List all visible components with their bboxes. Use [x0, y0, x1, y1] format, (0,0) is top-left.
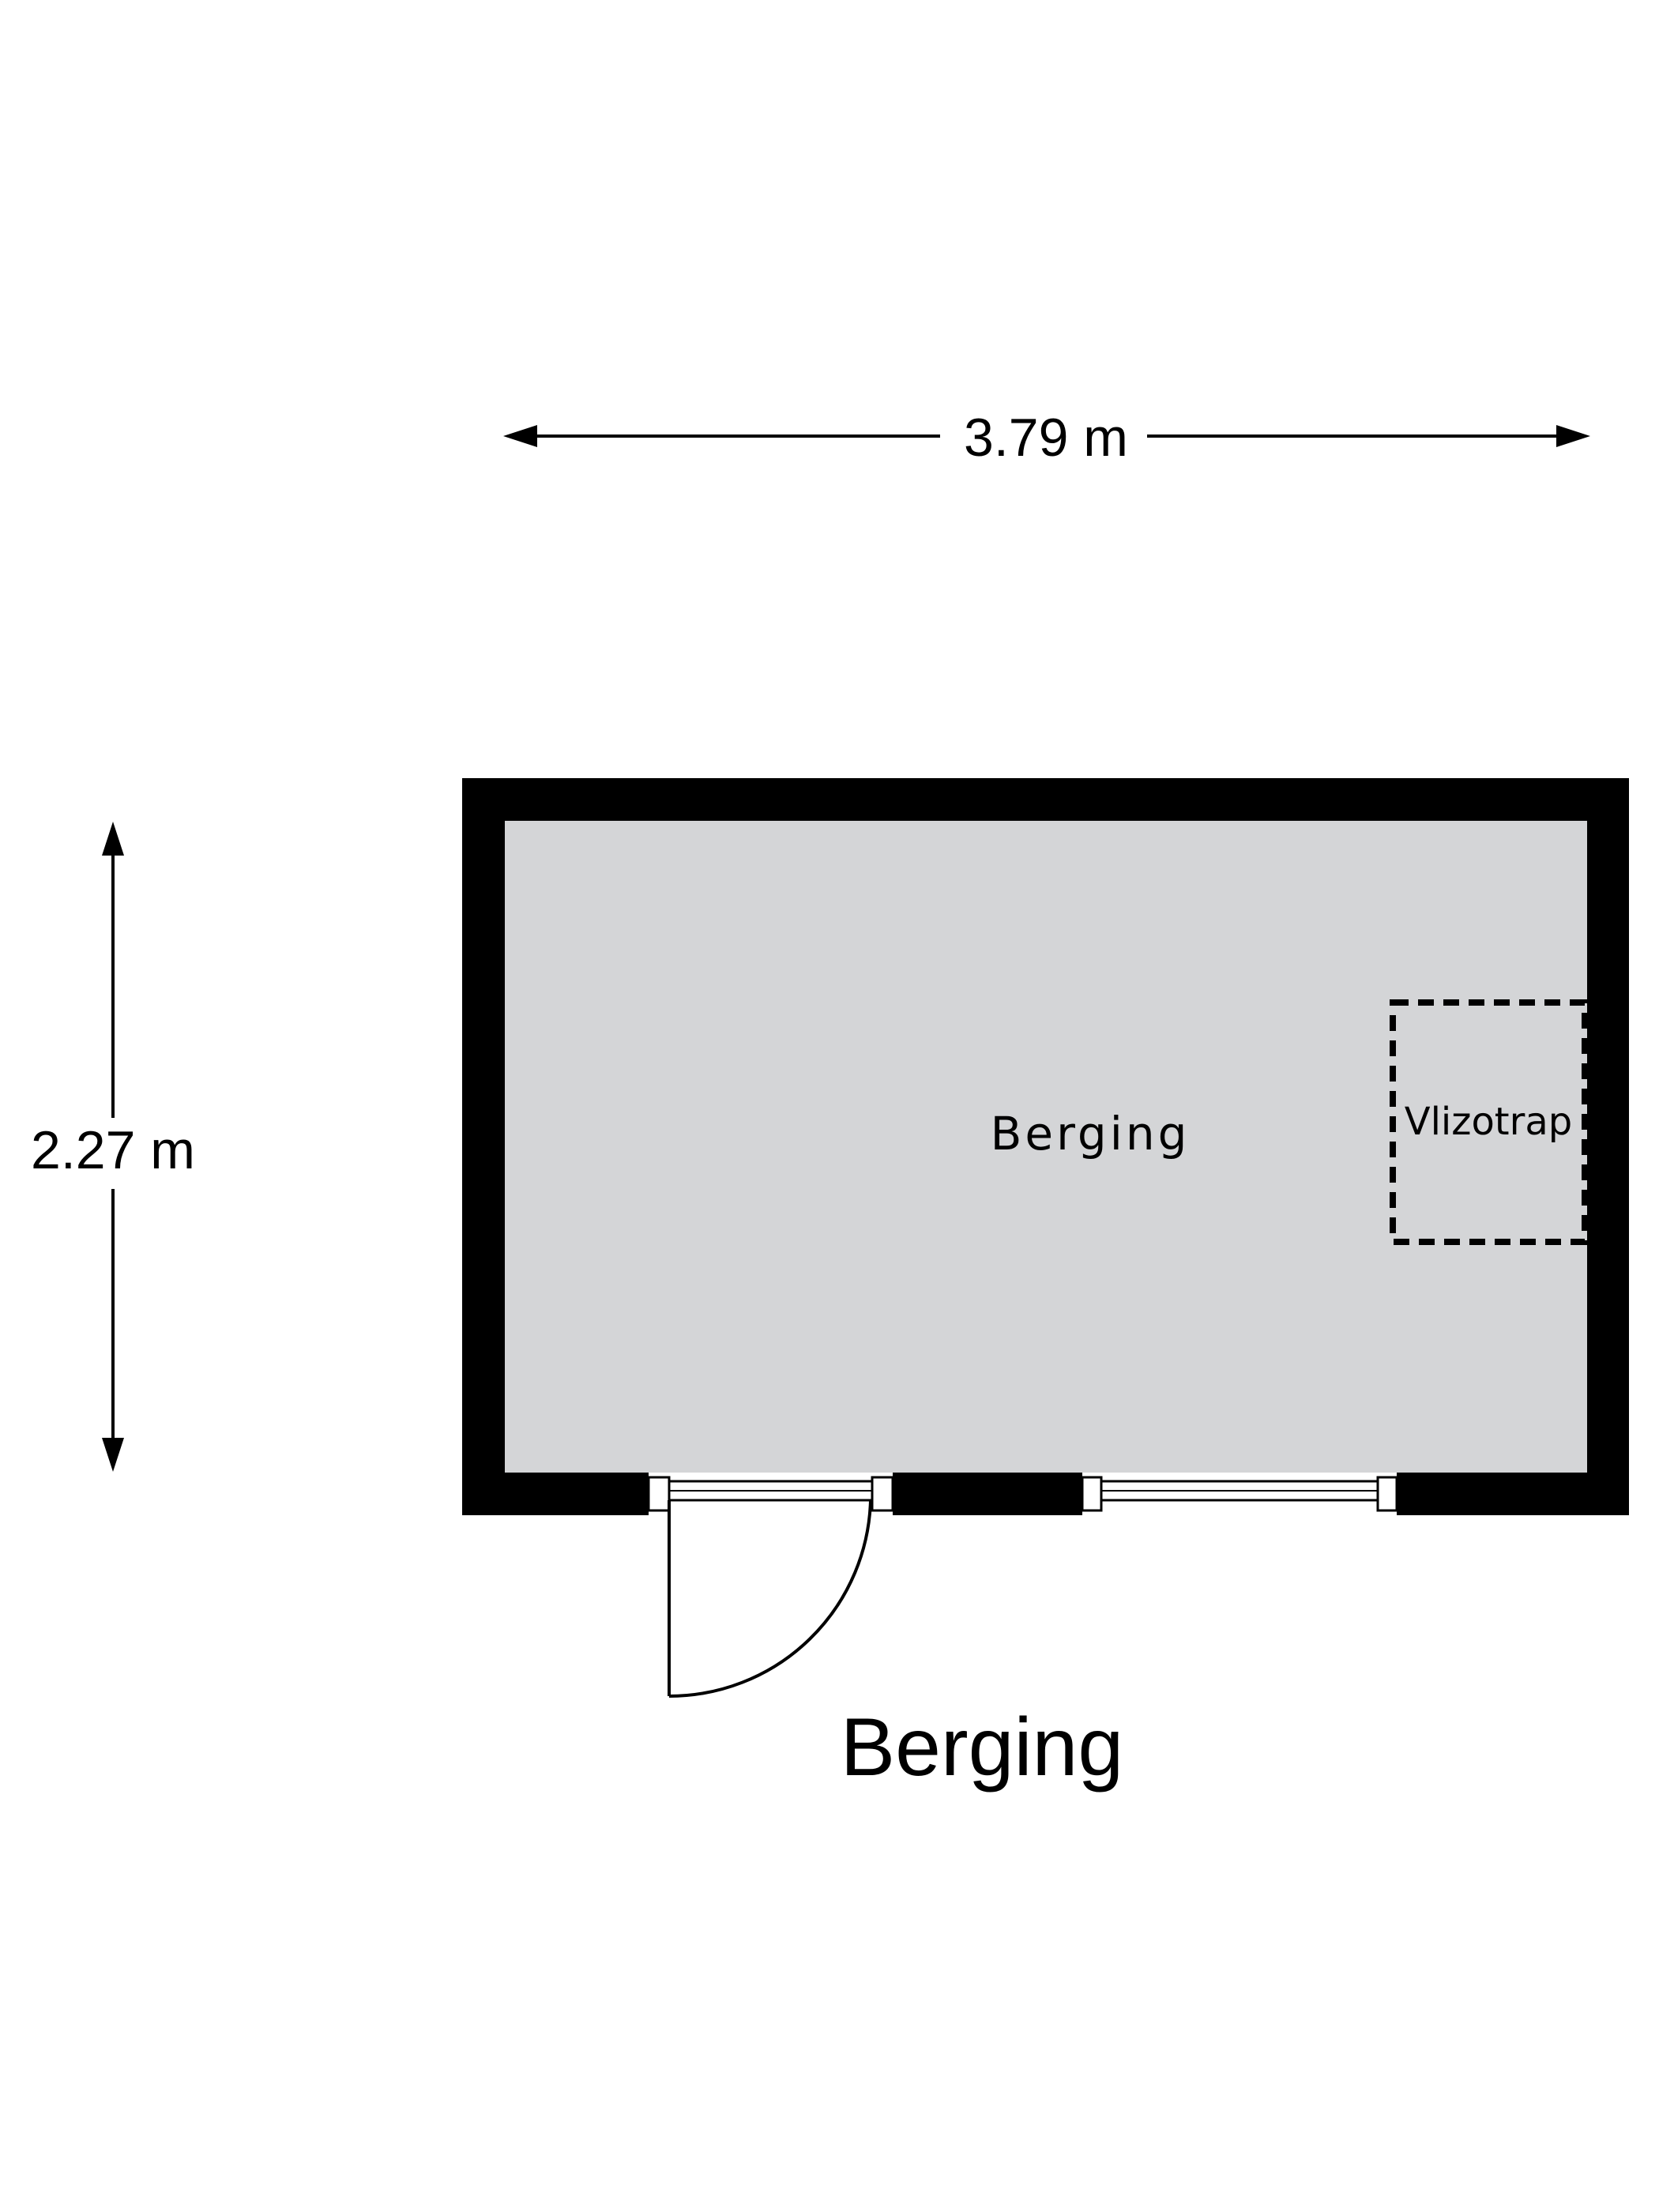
window-jamb-left	[1081, 1476, 1103, 1512]
width-dimension: 3.79 m	[503, 408, 1590, 468]
height-dimension: 2.27 m	[31, 822, 195, 1472]
wall-right	[1587, 778, 1629, 1515]
window-jamb-right	[1376, 1476, 1398, 1512]
arrow-left-icon	[503, 425, 537, 447]
wall-top	[462, 778, 1629, 821]
door-jamb-right	[871, 1476, 894, 1512]
attic-hatch-outline	[1390, 999, 1588, 1245]
door	[647, 1476, 894, 1698]
attic-hatch: Vlizotrap	[1390, 999, 1588, 1245]
walls	[462, 778, 1629, 1515]
arrow-down-icon	[102, 1438, 124, 1472]
room-label: Berging	[991, 1107, 1191, 1161]
plan-title: Berging	[841, 1702, 1123, 1793]
wall-left	[462, 778, 505, 1515]
wall-bottom-right	[1397, 1473, 1629, 1515]
wall-bottom-middle	[893, 1473, 1082, 1515]
width-label: 3.79 m	[964, 408, 1128, 468]
door-swing-arc	[668, 1499, 872, 1698]
wall-bottom-left	[462, 1473, 649, 1515]
door-jamb-left	[647, 1476, 671, 1512]
arrow-up-icon	[102, 822, 124, 856]
height-label: 2.27 m	[31, 1120, 195, 1180]
window	[1081, 1476, 1398, 1512]
attic-hatch-label: Vlizotrap	[1405, 1100, 1573, 1144]
room-floor	[505, 821, 1587, 1473]
arrow-right-icon	[1556, 425, 1590, 447]
